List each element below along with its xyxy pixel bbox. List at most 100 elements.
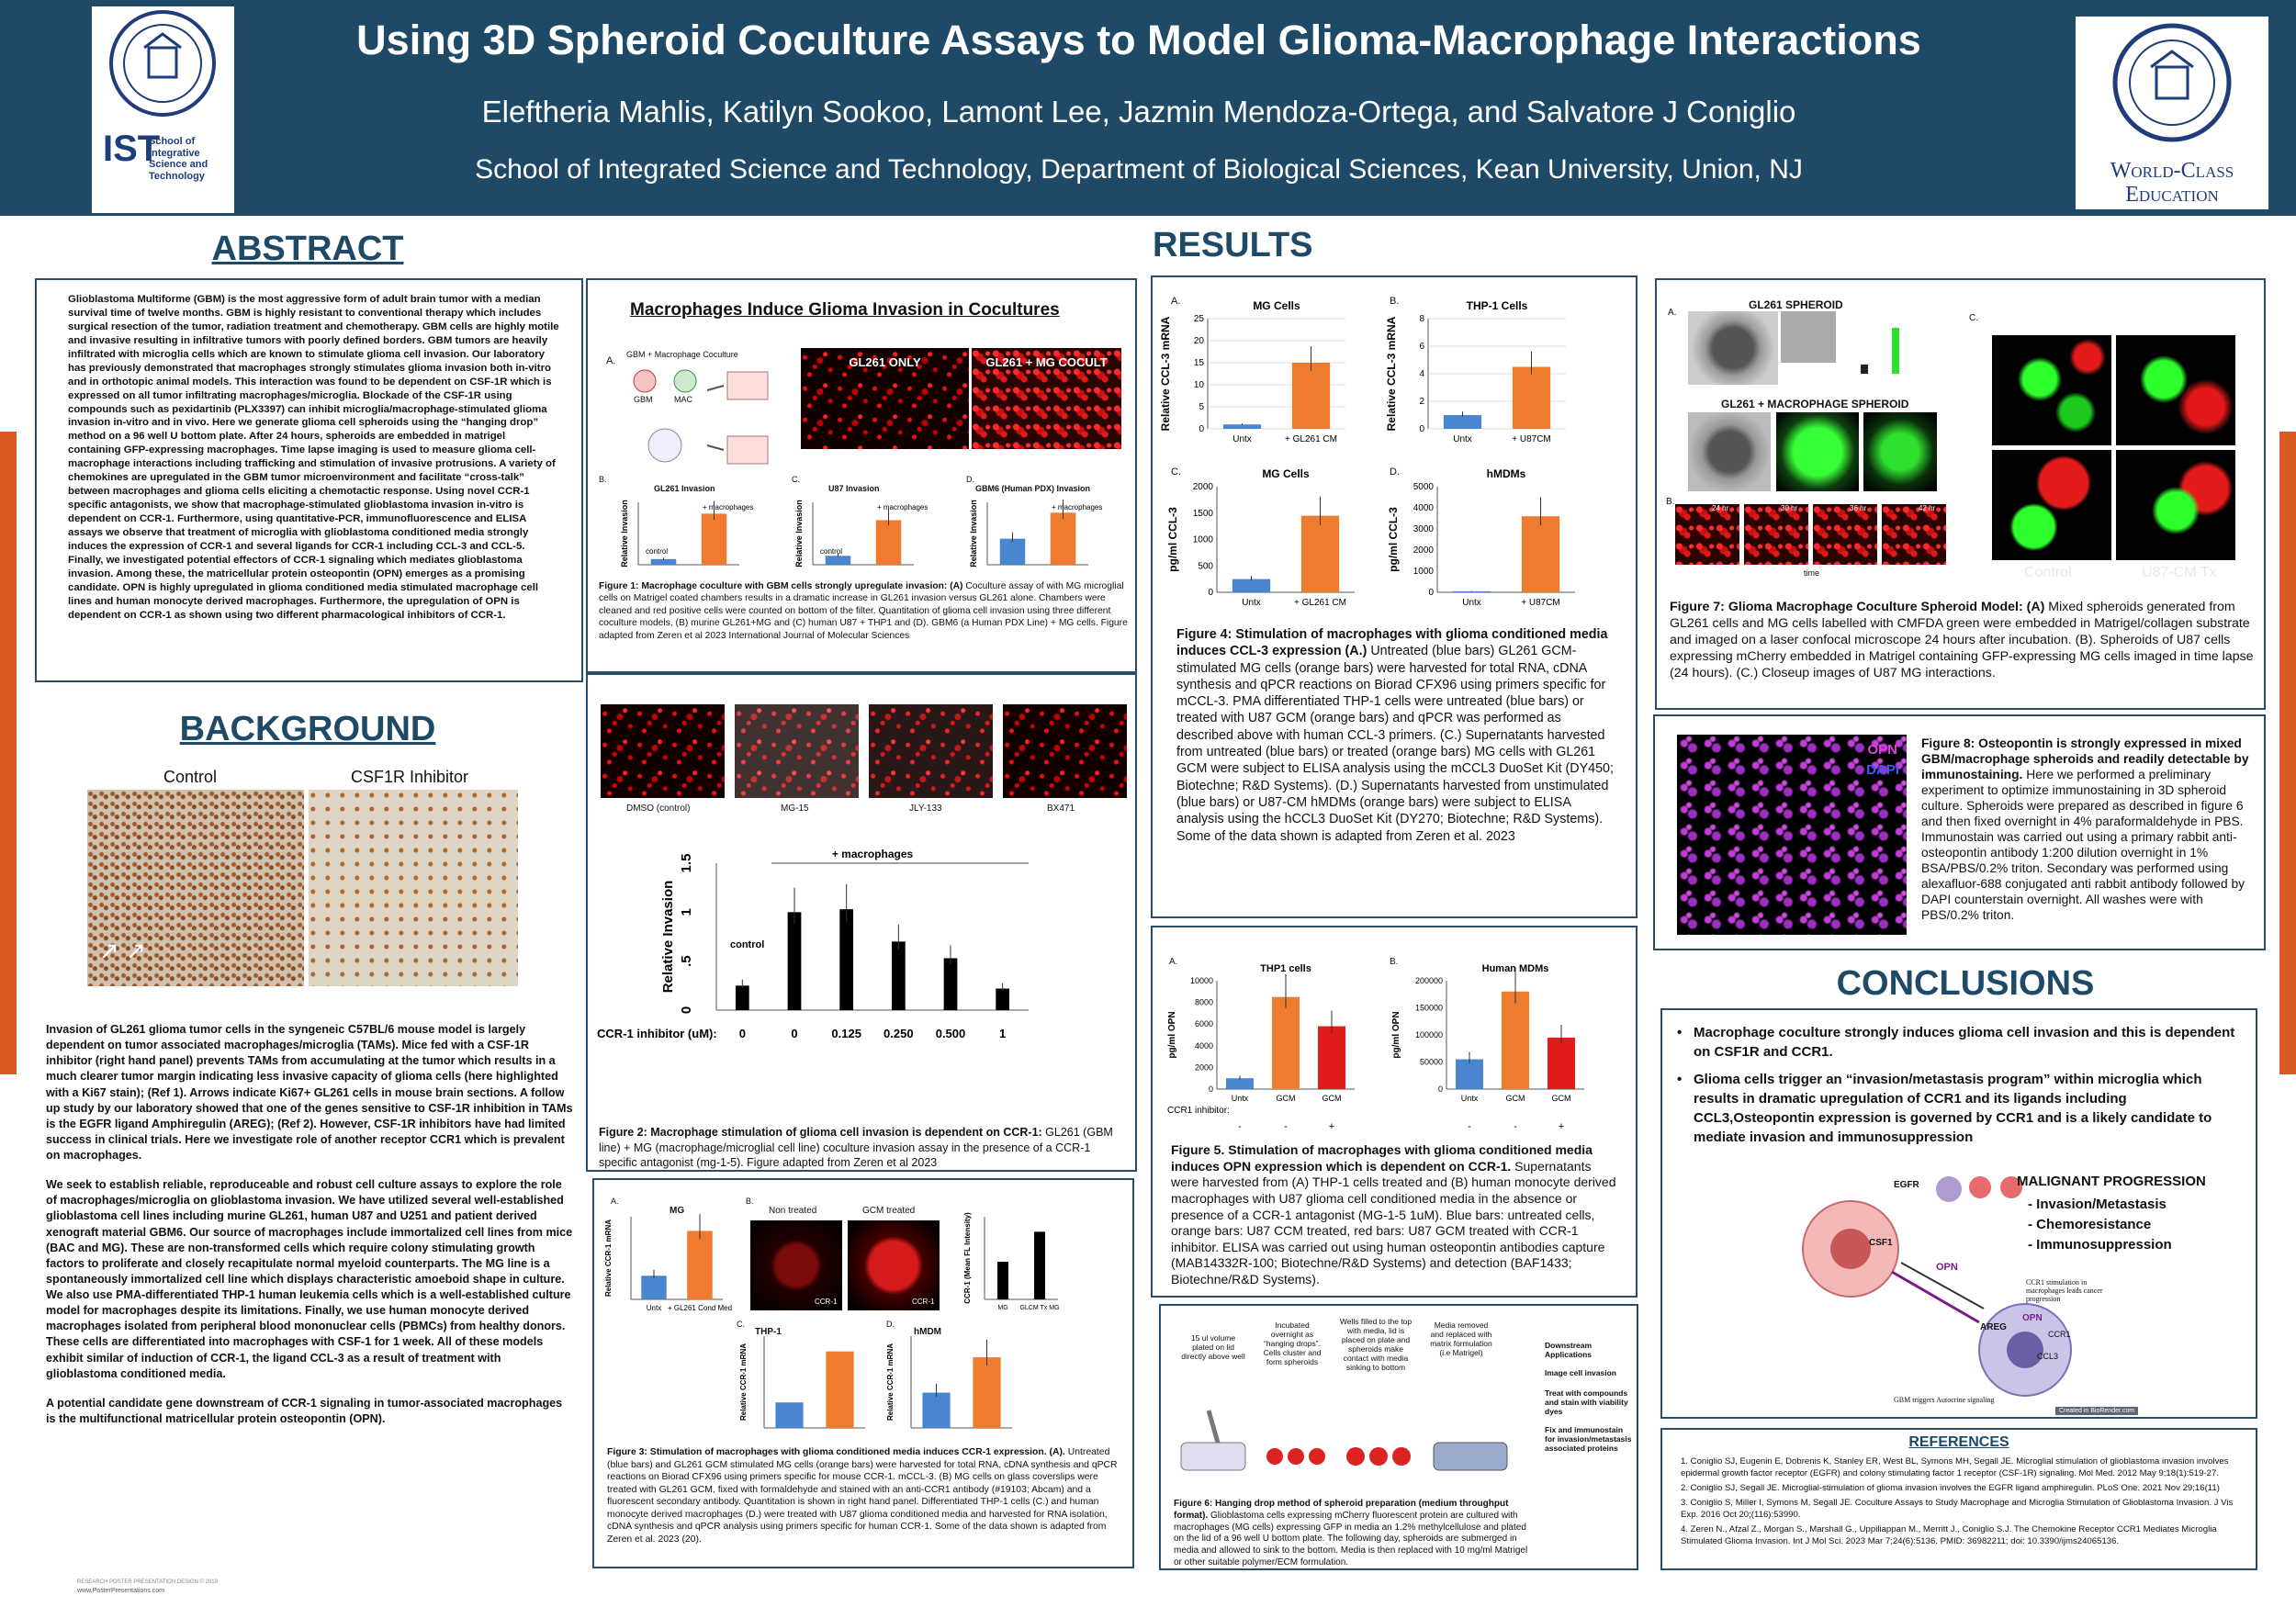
diagram-areg: AREG [1980,1322,2007,1332]
fig7-closeup-3 [1992,450,2111,560]
fig4-caption: Figure 4: Stimulation of macrophages wit… [1176,626,1617,845]
fig7-closeup-4 [2116,450,2235,560]
x-tick-label: Untx [1242,598,1261,608]
bar [997,1262,1008,1299]
fig1-label-c: C. [792,475,800,484]
x-tick-label: GCM [1552,1094,1571,1103]
fig7-time-1: 24 hr [1712,504,1729,512]
y-tick-label: 3000 [1413,524,1435,534]
fig7-control-label: Control [2024,565,2072,580]
bar [1452,590,1491,592]
y-tick-label: 8 [1419,314,1424,324]
fig7-img-sph2b [1776,412,1859,491]
fig1-b-title: GL261 Invasion [654,484,715,493]
ihc-control-image [87,790,304,986]
fig3-caption-bold: Figure 3: Stimulation of macrophages wit… [607,1447,1065,1457]
fig7-sph1-bar [1850,317,1923,374]
fig6-step3: Wells filled to the top with media, lid … [1339,1317,1412,1372]
bar [787,912,802,1010]
annotation-control: control [730,939,764,950]
fig7-label-c: C. [1969,313,1978,323]
y-tick-label: 0 [1208,588,1213,598]
fig4-label-b: B. [1390,296,1400,307]
bar [687,1231,713,1299]
fig3-card: A. B. C. D. MG Non treated GCM treated C… [592,1178,1134,1568]
y-axis-label: Relative Invasion [620,500,629,568]
footer-line1: RESEARCH POSTER PRESENTATION DESIGN © 20… [77,1579,218,1585]
x-tick-label: Untx [1453,434,1472,444]
background-p2: We seek to establish reliable, reproduce… [46,1178,573,1380]
y-tick-label: .5 [679,955,694,967]
fig4-label-d: D. [1390,466,1400,478]
chart-title: Human MDMs [1482,963,1549,974]
y-axis-label: Relative Invasion [794,500,804,568]
fig8-opn-label: OPN [1867,742,1897,758]
x-tick-label: Untx [1461,1094,1479,1103]
bar [839,909,854,1010]
x-tick-label: + GL261 CM [1285,434,1337,444]
fig3-thp1-title: THP-1 [755,1327,782,1337]
bar [1521,516,1560,592]
fig2-caption-body: GL261 (GBM line) + MG (macrophage/microg… [599,1126,1113,1169]
reference-item: 3. Coniglio S, Miller I, Symons M, Segal… [1681,1497,2234,1520]
fig3-label-b: B. [746,1197,754,1206]
bar [1318,1026,1345,1089]
y-tick-label: 150000 [1415,1004,1443,1013]
ccr1-inhibitor-sign: - [1284,1121,1288,1132]
y-axis-label: Relative Invasion [969,500,978,568]
x-tick-label: + GL261 CM [1294,598,1346,608]
x-tick-label: 0.125 [831,1027,861,1040]
y-axis-label: pg/ml CCL-3 [1166,507,1179,572]
bar [1222,424,1262,429]
y-tick-label: 2000 [1193,482,1214,492]
background-p1: Invasion of GL261 glioma tumor cells in … [46,1023,573,1162]
bar-annotation: + macrophages [877,503,928,511]
x-tick-label: GCM [1506,1094,1525,1103]
x-tick-label: + U87CM [1521,598,1560,608]
fig7-caption: Figure 7: Glioma Macrophage Coculture Sp… [1670,600,2257,681]
mp-item: - Immunosuppression [2028,1236,2172,1253]
fig1-img-gl261-only: GL261 ONLY [801,348,969,449]
y-tick-label: 4000 [1195,1041,1213,1051]
fig4-label-c: C. [1171,466,1181,478]
fig7-closeup-2 [2116,335,2235,445]
diagram-opn-1: OPN [1936,1262,1958,1273]
diagram-ccr1: CCR1 [2048,1330,2071,1339]
y-tick-label: 10000 [1190,976,1213,985]
fig1-gbm-label: GBM [634,395,653,404]
fig1-caption: Figure 1: Macrophage coculture with GBM … [599,580,1128,642]
y-axis-label: pg/ml CCL-3 [1387,507,1400,572]
ccr1-inhibitor-sign: + [1559,1121,1564,1132]
bar [775,1402,804,1428]
ist-label: IST [103,129,161,169]
diagram-note2: GBM triggers Autocrine signaling [1894,1396,1995,1404]
diagram-note1: CCR1 stimulation in macrophages leads ca… [2026,1278,2103,1303]
conclusions-diagram [1802,1176,2072,1397]
diagram-ccl3: CCL3 [2037,1352,2059,1361]
fig8-caption-bold: Figure 8: Osteopontin is strongly expres… [1921,736,2249,781]
fig1-card: Macrophages Induce Glioma Invasion in Co… [586,278,1137,673]
bar [1443,415,1482,429]
fig1-mac-label: MAC [674,395,692,404]
y-tick-label: 5000 [1413,482,1435,492]
fig2-img-label-dmso: DMSO (control) [626,804,691,814]
fig2-img-dmso [601,704,725,798]
bar [891,941,906,1010]
x-tick-label: Untx [1232,1094,1249,1103]
fig4-caption-body: Untreated (blue bars) GL261 GCM-stimulat… [1176,644,1614,844]
fig1-c-title: U87 Invasion [828,484,880,493]
references-card: REFERENCES 1. Coniglio SJ, Eugenin E, Do… [1660,1428,2257,1570]
y-axis-label: Relative CCL-3 mRNA [1385,316,1398,431]
x-tick-label: GLCM Tx MG [1019,1305,1059,1311]
y-axis-label: pg/ml OPN [1167,1011,1177,1058]
fig3-caption-body: Untreated (blue bars) and GL261 GCM stim… [607,1447,1118,1545]
bar-annotation: control [646,547,668,556]
fig3-hmdm-title: hMDM [914,1327,941,1337]
y-tick-label: 0 [1428,588,1434,598]
fig2-img-label-jly133: JLY-133 [909,804,942,814]
y-tick-label: 2000 [1413,545,1435,556]
ihc-inhibitor-image [309,790,518,986]
background-img-control-label: Control [163,768,218,786]
